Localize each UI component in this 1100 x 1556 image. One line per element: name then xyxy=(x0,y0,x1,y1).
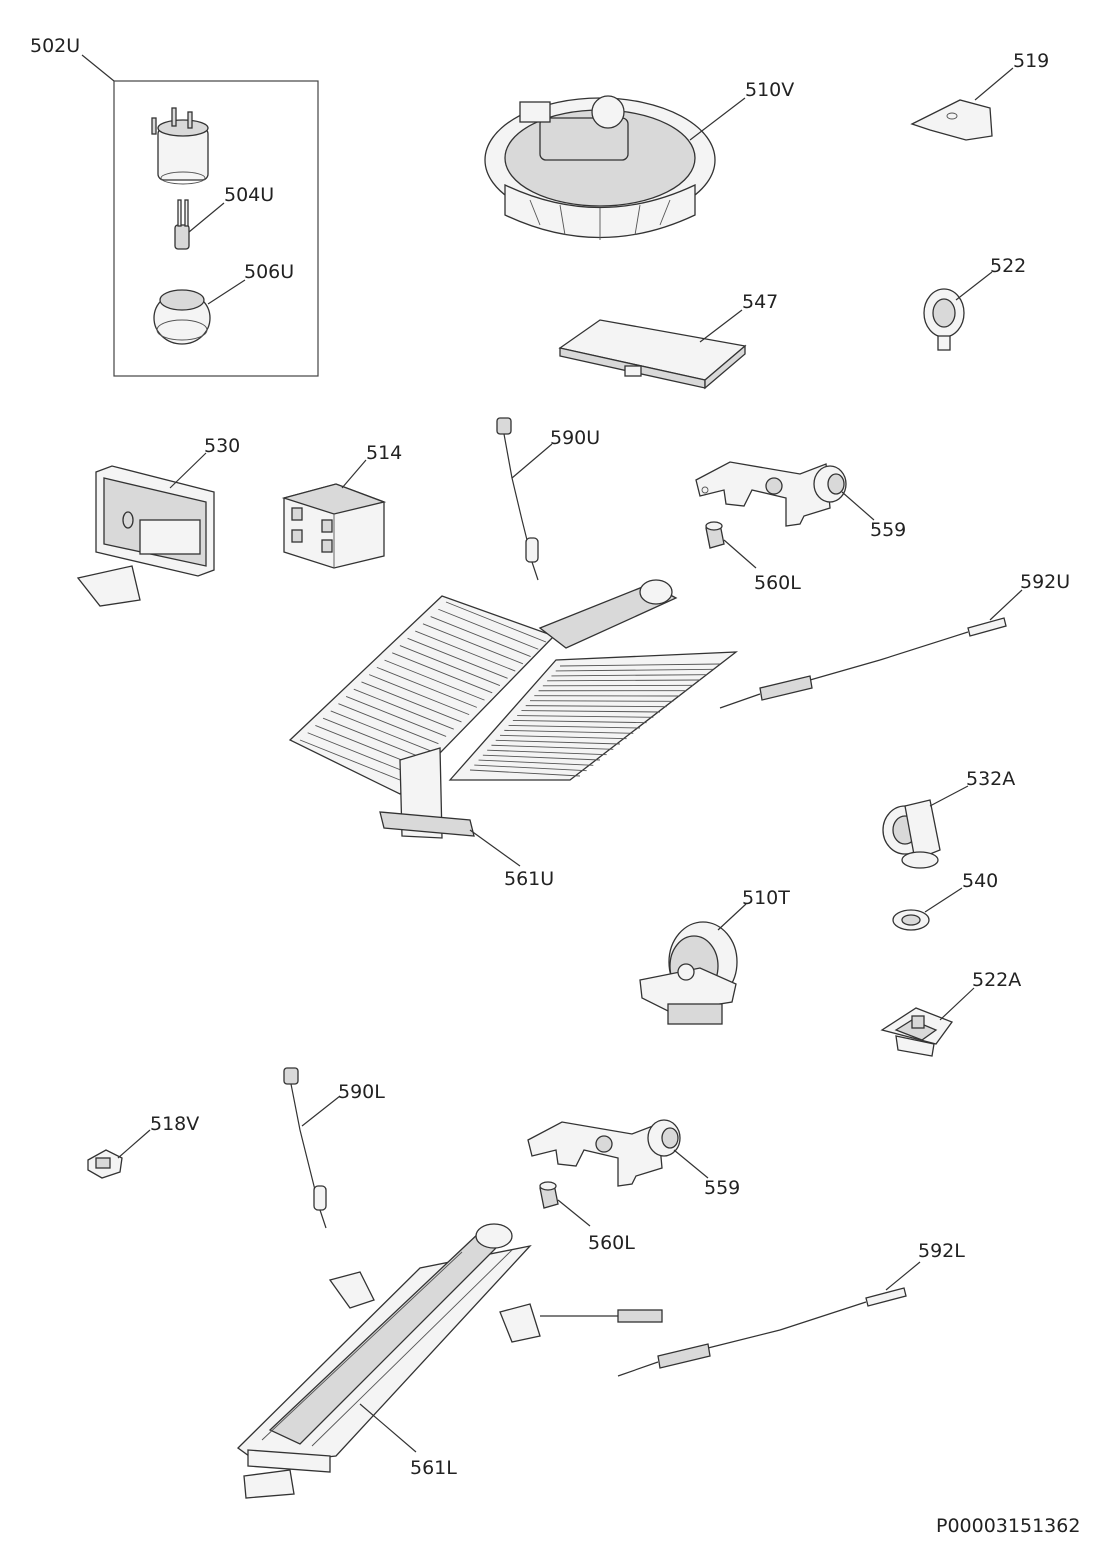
part-518V-clip xyxy=(87,1129,151,1179)
label-559-upper: 559 xyxy=(870,519,906,541)
label-510V: 510V xyxy=(745,79,794,101)
label-592U: 592U xyxy=(1020,571,1070,593)
label-506U: 506U xyxy=(244,261,294,283)
part-561U-burner xyxy=(288,579,739,867)
part-540-washer xyxy=(892,887,963,931)
label-560L-upper: 560L xyxy=(754,572,801,594)
label-519: 519 xyxy=(1013,50,1049,72)
part-592L-rod xyxy=(617,1261,921,1377)
label-540: 540 xyxy=(962,870,998,892)
label-532A: 532A xyxy=(966,768,1015,790)
label-560L-lower: 560L xyxy=(588,1232,635,1254)
part-504U-pin xyxy=(174,199,225,250)
part-592U-rod xyxy=(719,589,1023,709)
label-559-lower: 559 xyxy=(704,1177,740,1199)
label-514: 514 xyxy=(366,442,402,464)
label-561L: 561L xyxy=(410,1457,457,1479)
label-590U: 590U xyxy=(550,427,600,449)
burner-ribs-right xyxy=(469,663,721,777)
part-559-valve-lower xyxy=(527,1119,709,1187)
label-504U: 504U xyxy=(224,184,274,206)
label-522: 522 xyxy=(990,255,1026,277)
part-510T-motor xyxy=(639,903,747,1025)
label-522A: 522A xyxy=(972,969,1021,991)
part-514-igniter xyxy=(281,459,387,569)
label-510T: 510T xyxy=(742,887,790,909)
label-518V: 518V xyxy=(150,1113,199,1135)
label-547: 547 xyxy=(742,291,778,313)
part-559-valve-upper xyxy=(695,461,875,527)
part-560L-nozzle-lower xyxy=(539,1181,591,1227)
part-560L-nozzle-upper xyxy=(705,521,757,569)
burner-ribs-left xyxy=(299,601,547,781)
label-502U: 502U xyxy=(30,35,80,57)
part-522A-clamp xyxy=(880,987,975,1057)
kit-502U xyxy=(81,54,319,377)
part-561L-burner xyxy=(236,1223,663,1499)
part-530-plate xyxy=(76,452,215,607)
part-519-bracket xyxy=(910,67,1014,141)
part-506U-knob xyxy=(153,279,246,345)
part-547-rail xyxy=(558,309,747,390)
label-590L: 590L xyxy=(338,1081,385,1103)
document-id: P00003151362 xyxy=(936,1515,1080,1537)
part-502U-switch xyxy=(151,107,209,185)
label-561U: 561U xyxy=(504,868,554,890)
part-590L-thermocouple xyxy=(283,1067,341,1229)
part-590U-thermocouple xyxy=(496,417,553,581)
part-510V-fan xyxy=(484,95,746,240)
label-592L: 592L xyxy=(918,1240,965,1262)
label-530: 530 xyxy=(204,435,240,457)
part-522-clip xyxy=(923,271,993,351)
part-532A-elbow xyxy=(882,785,969,869)
